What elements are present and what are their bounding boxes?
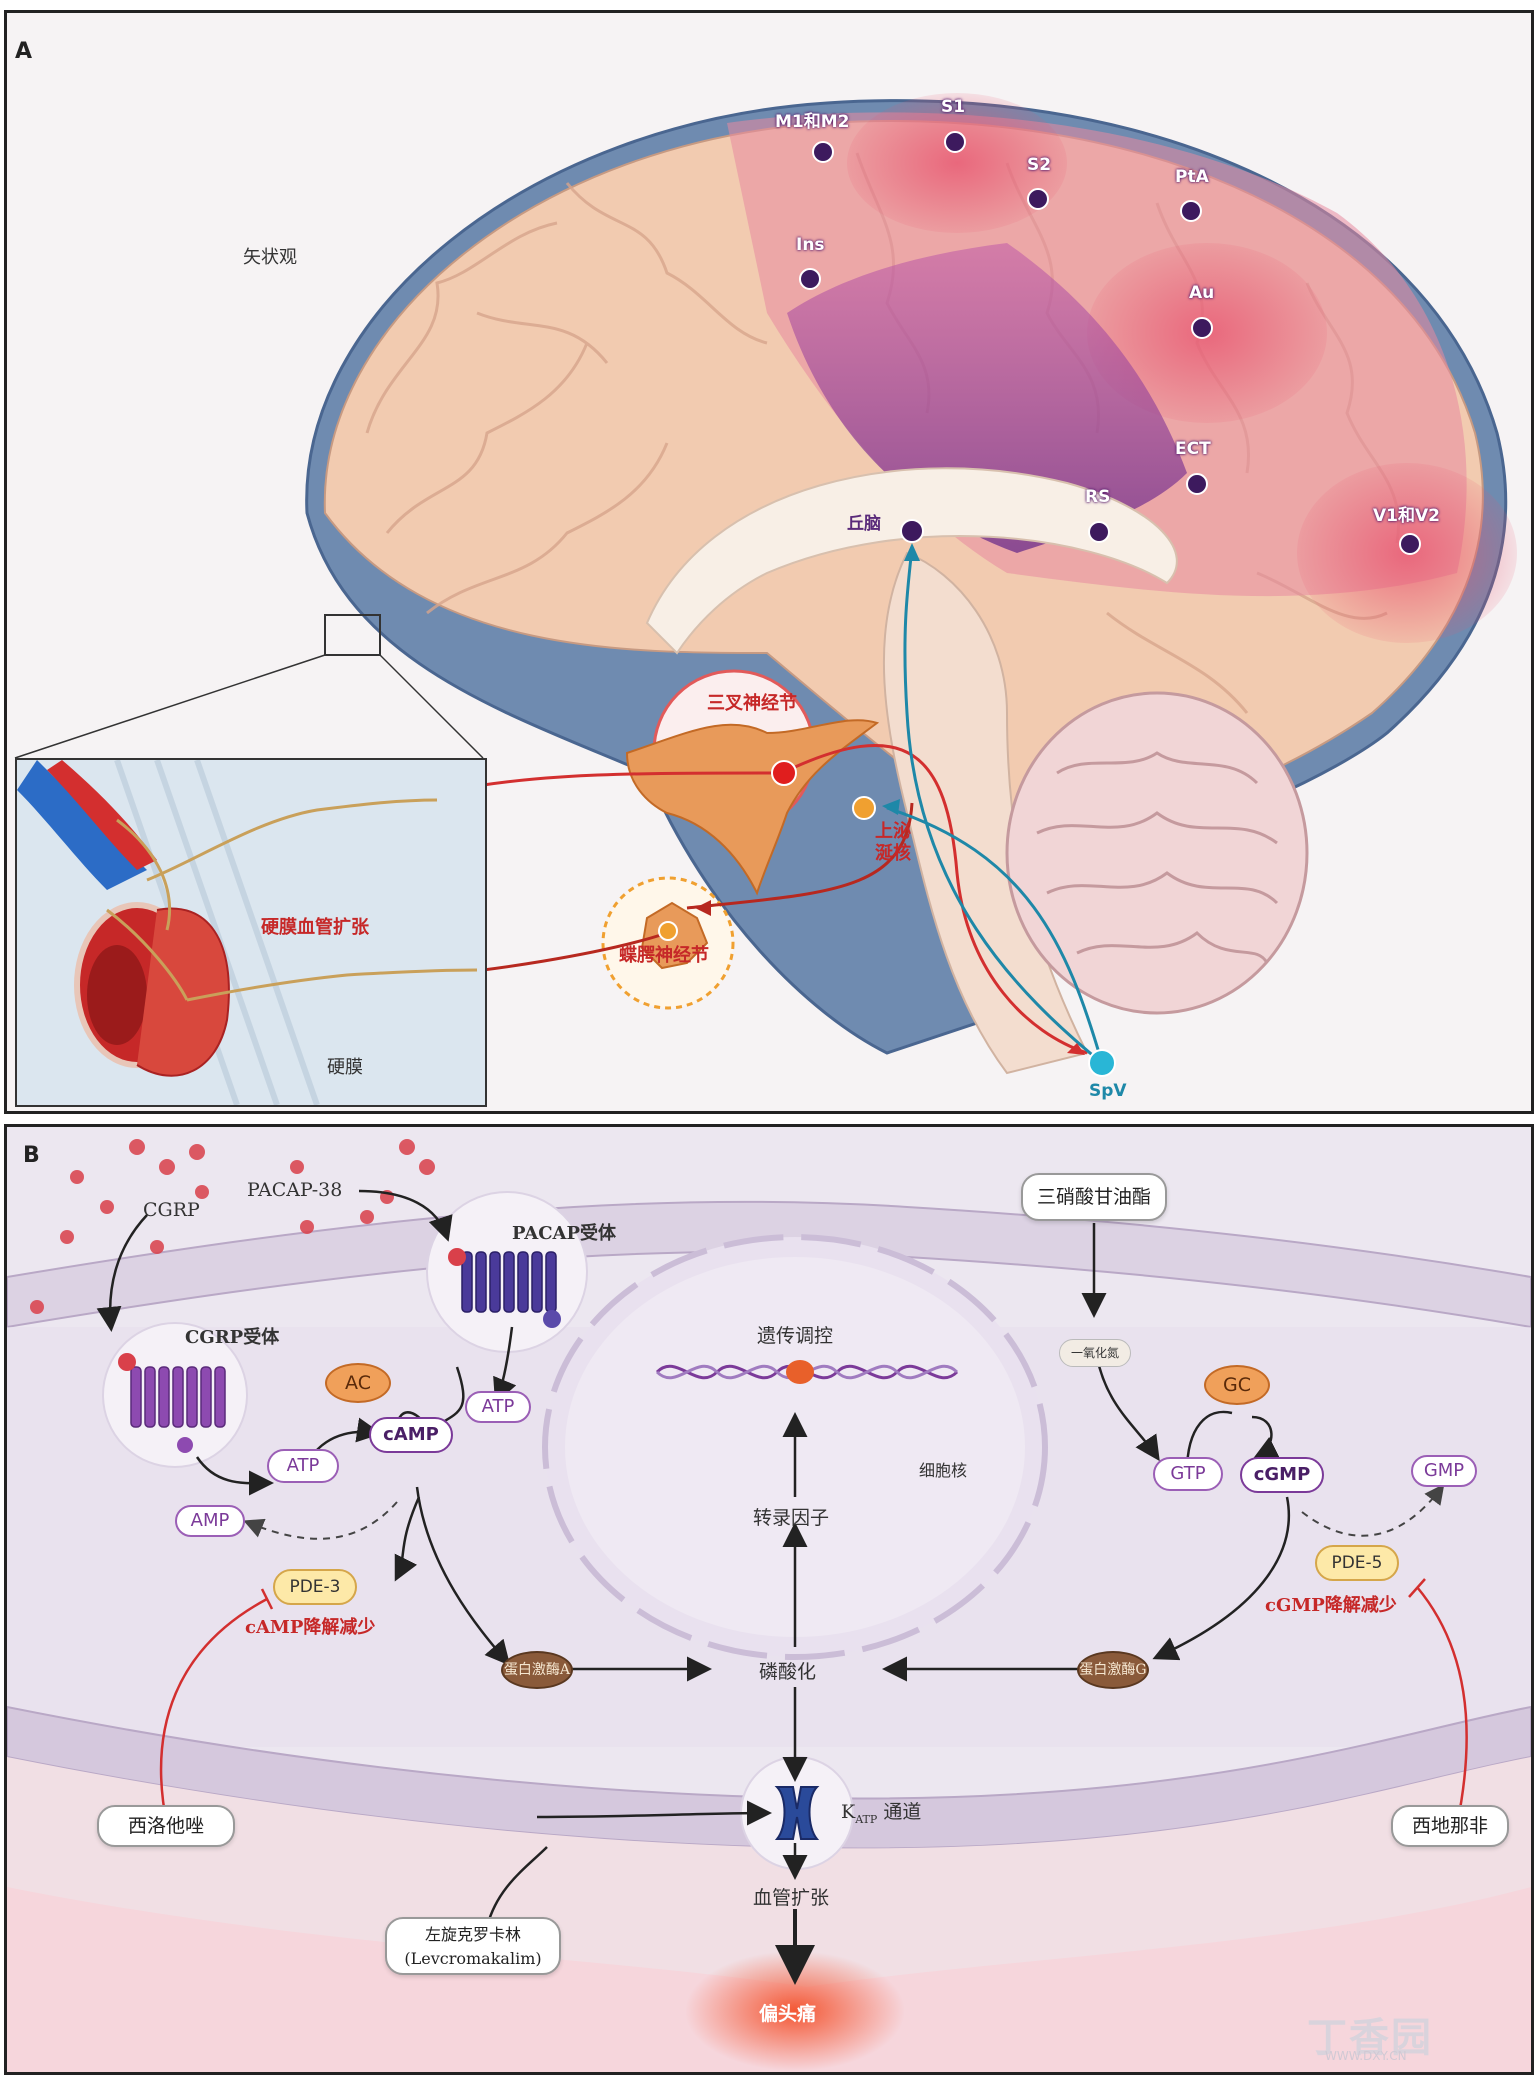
trigeminal-ganglion-label: 三叉神经节 [707, 693, 797, 714]
vasodilation-label: 血管扩张 [753, 1887, 830, 1909]
watermark-url: WWW.DXY.CN [1325, 2049, 1407, 2063]
sss-node [852, 796, 876, 820]
zoom-box [324, 614, 381, 656]
region-dot-au [1191, 317, 1213, 339]
katp-channel-shape [774, 1786, 820, 1840]
trigeminal-ganglion-shape [625, 719, 880, 896]
cerebellum-folia [1036, 751, 1279, 964]
panel-b: B CGRP PACAP-38 CGRP受体 PACAP受体 AC ATP AT… [4, 1124, 1534, 2075]
region-label-pta: PtA [1175, 167, 1209, 187]
superior-salivatory-nucleus-label: 上泌 涎核 [875, 821, 911, 865]
region-label-ins: Ins [796, 235, 825, 255]
pacap-receptor-label: PACAP受体 [512, 1223, 617, 1244]
spv-label: SpV [1089, 1081, 1127, 1101]
panel-b-letter: B [23, 1143, 40, 1168]
region-label-v1v2: V1和V2 [1373, 506, 1440, 526]
cilostazol-drug: 西洛他唑 [97, 1805, 235, 1847]
sildenafil-drug: 西地那非 [1391, 1805, 1509, 1847]
ligand-dots [30, 1139, 435, 1314]
dura-label: 硬膜 [327, 1057, 363, 1078]
pacap-receptor-shape [461, 1251, 557, 1313]
region-label-au: Au [1189, 283, 1215, 303]
phosphorylation-label: 磷酸化 [759, 1661, 817, 1683]
cgmp-reduced-label: cGMP降解减少 [1265, 1595, 1397, 1616]
watermark-brand: 丁香园 [1307, 2015, 1433, 2061]
cgrp-receptor-label: CGRP受体 [185, 1327, 280, 1348]
blue-pathway-to-sss [886, 806, 1104, 1064]
region-dot-m1m2 [812, 141, 834, 163]
region-dot-s1 [944, 131, 966, 153]
atp-left-badge: ATP [267, 1449, 339, 1483]
cell-membrane-bottom [7, 1705, 1531, 1850]
corpus-callosum [645, 467, 1178, 655]
sagittal-view-label: 矢状观 [243, 247, 297, 268]
nucleus-label: 细胞核 [919, 1461, 968, 1480]
levcromakalim-cn: 左旋克罗卡林 [424, 1925, 521, 1944]
cgrp-receptor-shape [130, 1366, 226, 1428]
ac-enzyme: AC [325, 1363, 391, 1403]
thalamus-node [900, 519, 924, 543]
katp-tail: 通道 [883, 1801, 922, 1823]
dura-vessel-illustration [17, 760, 485, 1105]
katp-sub: ATP [855, 1812, 878, 1826]
pkg-kinase: 蛋白激酶G [1077, 1651, 1149, 1689]
katp-channel-label: KATP 通道 [841, 1797, 921, 1826]
spg-node [658, 921, 678, 941]
dural-dilation-label: 硬膜血管扩张 [261, 917, 369, 938]
thalamus-label: 丘脑 [847, 514, 881, 534]
pacap-label: PACAP-38 [247, 1179, 343, 1201]
cortex-highlight-purple [787, 243, 1187, 553]
camp-badge: cAMP [369, 1417, 453, 1453]
katp-k: K [841, 1801, 856, 1823]
degradation-arrows [243, 1483, 1445, 1540]
nitric-oxide-badge: 一氧化氮 [1059, 1339, 1131, 1367]
pka-kinase: 蛋白激酶A [501, 1651, 573, 1689]
atp-right-badge: ATP [465, 1391, 531, 1423]
ssn-line-1: 上泌 [875, 821, 911, 842]
dura-inset [15, 758, 487, 1107]
region-dot-ins [799, 268, 821, 290]
region-label-s2: S2 [1027, 155, 1052, 175]
spv-node [1088, 1049, 1116, 1077]
gmp-badge: GMP [1411, 1455, 1477, 1487]
levcromakalim-en: (Levcromakalim) [404, 1949, 542, 1968]
cerebellum [1005, 691, 1309, 1015]
transcription-factor-label: 转录因子 [753, 1507, 830, 1529]
amp-badge: AMP [175, 1505, 245, 1537]
levcromakalim-drug: 左旋克罗卡林 (Levcromakalim) [385, 1917, 561, 1975]
region-label-rs: RS [1085, 487, 1111, 507]
panel-a-letter: A [15, 39, 33, 64]
region-dot-rs [1088, 521, 1110, 543]
trigeminal-node [771, 760, 797, 786]
cgmp-badge: cGMP [1240, 1457, 1324, 1493]
vessel-lumen [7, 1887, 1531, 2072]
sphenopalatine-ganglion-label: 蝶腭神经节 [619, 945, 709, 966]
red-pathway-sss-to-spg [686, 802, 914, 910]
region-dot-s2 [1027, 188, 1049, 210]
signaling-illustration [7, 1139, 1531, 2072]
region-label-s1: S1 [941, 97, 966, 117]
pde5-enzyme: PDE-5 [1315, 1545, 1399, 1581]
region-dot-ect [1186, 473, 1208, 495]
ssn-line-2: 涎核 [875, 843, 911, 864]
brain-illustration [14, 93, 1517, 1077]
region-dot-v1v2 [1399, 533, 1421, 555]
pde3-enzyme: PDE-3 [273, 1569, 357, 1605]
blue-pathway-up [903, 547, 1103, 1065]
panel-a: A 矢状观 M1和M2 S1 S2 PtA Ins Au ECT RS V1和V… [4, 10, 1534, 1114]
gtp-badge: GTP [1153, 1457, 1223, 1491]
region-dot-pta [1180, 200, 1202, 222]
red-pathway-to-spv [781, 744, 1088, 1055]
camp-reduced-label: cAMP降解减少 [245, 1617, 376, 1638]
nitroglycerin-drug: 三硝酸甘油酯 [1021, 1173, 1167, 1221]
inhibition-lines [159, 1578, 1468, 1826]
cgrp-label: CGRP [143, 1199, 200, 1221]
region-label-m1m2: M1和M2 [775, 112, 850, 132]
migraine-label: 偏头痛 [759, 2003, 817, 2025]
region-label-ect: ECT [1175, 439, 1211, 459]
gc-enzyme: GC [1204, 1365, 1270, 1405]
epigenetic-label: 遗传调控 [757, 1325, 834, 1347]
